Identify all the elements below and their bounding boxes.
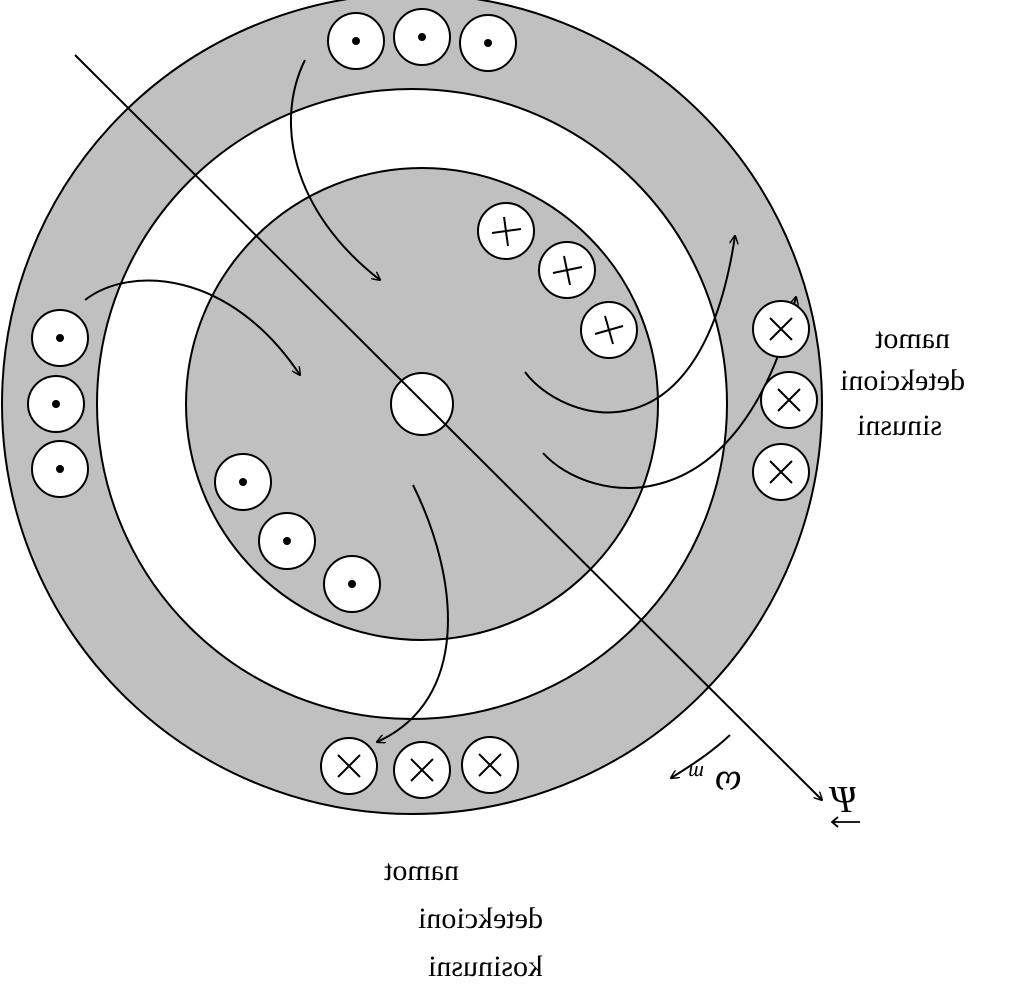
sine-winding-label-line-1: namot [874, 322, 950, 355]
sine-winding-label-line-2: detekcioni [840, 364, 965, 397]
flux-axis-arrow [74, 54, 822, 800]
cosine-winding-label-line-2: detekcioni [418, 902, 543, 935]
conductor-dot [27, 375, 85, 433]
conductor-dot [323, 555, 381, 613]
shaft [390, 372, 454, 436]
flux-vector-arrow [830, 816, 860, 828]
conductor-cross [538, 241, 596, 299]
cosine-winding-label: namot detekcioni kosinusni [383, 854, 543, 983]
conductor-dot [31, 309, 89, 367]
conductor-dot [214, 453, 272, 511]
conductor-cross [580, 301, 638, 359]
cosine-winding-label-line-1: namot [383, 854, 459, 887]
conductor-dot [459, 14, 517, 72]
rotation-arrow [671, 734, 731, 778]
omega-symbol: ω m [688, 761, 741, 805]
conductor-cross [752, 300, 810, 358]
cosine-winding-label-line-3: kosinusni [428, 950, 543, 983]
conductor-cross [752, 443, 810, 501]
flux-line-top [289, 59, 380, 280]
conductor-dot [258, 512, 316, 570]
flux-line-right-upper [524, 236, 735, 414]
conductor-cross [320, 737, 378, 795]
flux-lines [84, 59, 796, 742]
conductors [27, 8, 818, 799]
conductor-cross [477, 202, 535, 260]
conductor-dot [327, 12, 385, 70]
conductor-cross [461, 736, 519, 794]
sine-winding-label-line-3: sinusni [857, 409, 942, 442]
flux-symbol: Ψ [828, 779, 860, 828]
flux-line-bottom [377, 484, 449, 742]
conductor-dot [393, 8, 451, 66]
sine-winding-label: namot detekcioni sinusni [840, 322, 965, 442]
flux-line-left [84, 279, 300, 375]
flux-line-right-lower [542, 297, 796, 489]
omega-subscript: m [688, 761, 704, 786]
conductor-cross [760, 371, 818, 429]
conductor-cross [393, 741, 451, 799]
conductor-dot [31, 440, 89, 498]
flux-psi-symbol: Ψ [828, 779, 858, 821]
omega-letter: ω [715, 763, 742, 805]
